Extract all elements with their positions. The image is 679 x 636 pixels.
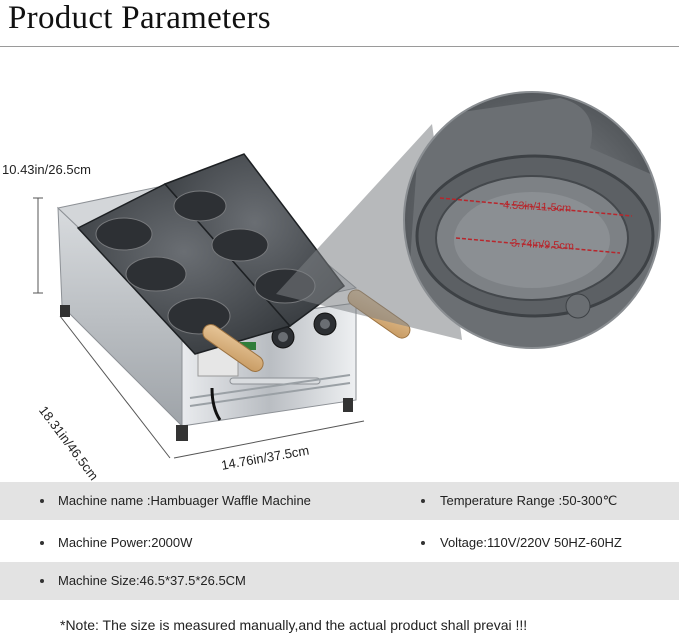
- spec-row: Machine Size:46.5*37.5*26.5CM: [0, 562, 679, 600]
- bullet-icon: [40, 579, 44, 583]
- waffle-machine-image: [33, 91, 661, 459]
- bullet-icon: [421, 541, 425, 545]
- page-title: Product Parameters: [8, 0, 271, 36]
- spec-machine-size: Machine Size:46.5*37.5*26.5CM: [58, 573, 246, 588]
- height-dimension-label: 10.43in/26.5cm: [2, 162, 91, 177]
- bullet-icon: [421, 499, 425, 503]
- measurement-note: *Note: The size is measured manually,and…: [60, 617, 528, 633]
- spec-row: Machine Power:2000W Voltage:110V/220V 50…: [0, 524, 679, 562]
- bullet-icon: [40, 541, 44, 545]
- spec-voltage: Voltage:110V/220V 50HZ-60HZ: [440, 535, 622, 550]
- title-divider: [0, 46, 679, 47]
- left-handle: [202, 324, 264, 372]
- spec-machine-power: Machine Power:2000W: [58, 535, 193, 550]
- bullet-icon: [40, 499, 44, 503]
- spec-temperature-range: Temperature Range :50-300℃: [440, 493, 618, 508]
- spec-machine-name: Machine name :Hambuager Waffle Machine: [58, 493, 311, 508]
- spec-row: Machine name :Hambuager Waffle Machine T…: [0, 482, 679, 520]
- depth-dimension-line: [59, 315, 171, 459]
- mold-zoom-detail: [404, 92, 660, 348]
- product-illustration: 10.43in/26.5cm 18.31in/46.5cm 14.76in/37…: [0, 48, 679, 483]
- width-dimension-line: [173, 420, 365, 459]
